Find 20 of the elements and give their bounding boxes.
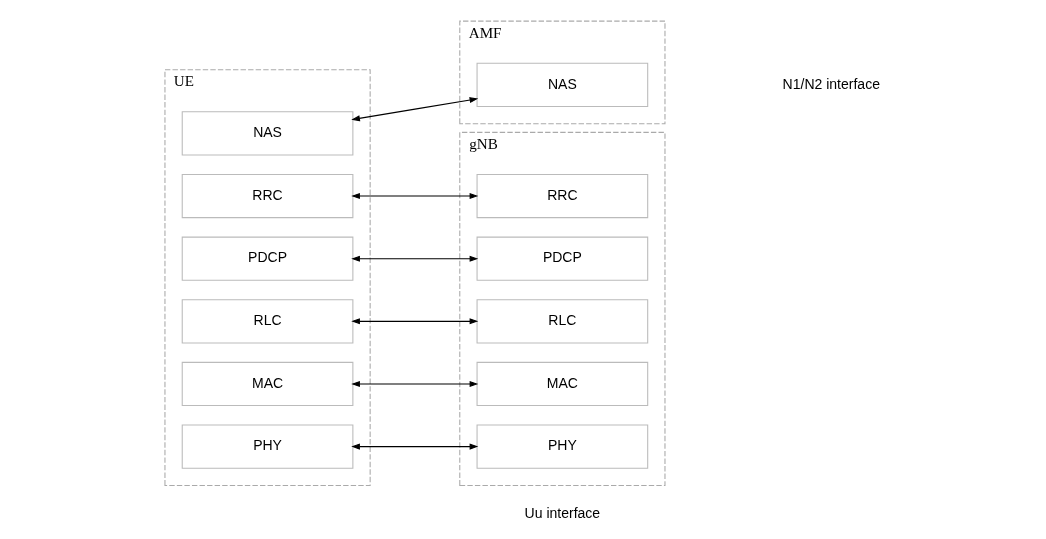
node-box: MAC — [181, 361, 353, 407]
arrow — [350, 318, 478, 325]
arrow — [350, 193, 478, 200]
node-box: RLC — [181, 299, 353, 344]
node-box: RRC — [476, 173, 648, 219]
node-box: RRC — [181, 173, 353, 219]
label: Uu interface — [524, 505, 600, 522]
node-box: MAC — [476, 361, 648, 407]
arrow — [350, 443, 478, 450]
node-box: PHY — [181, 424, 353, 469]
node-box: PDCP — [181, 236, 353, 281]
node-box: NAS — [181, 111, 353, 156]
arrow — [350, 380, 478, 387]
node-box: RLC — [476, 299, 648, 344]
node-box: NAS — [476, 62, 648, 107]
arrow — [350, 255, 478, 262]
arrow — [350, 97, 478, 122]
node-box: PHY — [476, 424, 648, 469]
label: N1/N2 interface — [782, 75, 880, 92]
node-box: PDCP — [476, 236, 648, 281]
